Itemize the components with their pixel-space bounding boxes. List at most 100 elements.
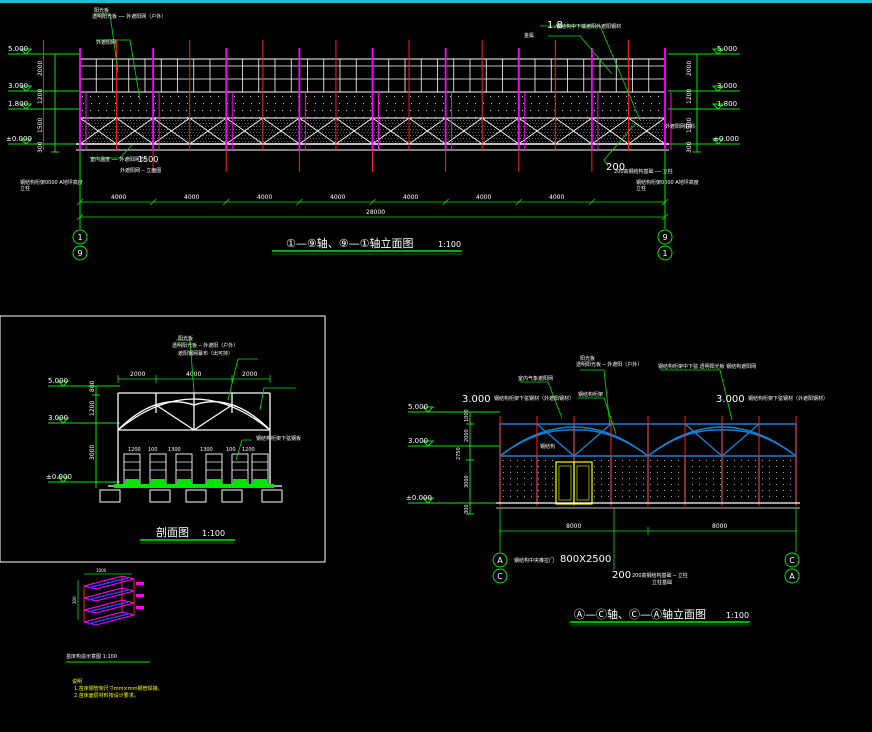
note-text: 1.8 <box>547 20 563 31</box>
svg-text:1.苗床钢管架尺寸mm×mm钢管焊接。: 1.苗床钢管架尺寸mm×mm钢管焊接。 <box>74 685 162 692</box>
dim-label: 2000 <box>464 429 470 442</box>
level-label: ±0.000 <box>713 135 739 143</box>
dim-label: 1500 <box>37 118 44 133</box>
axis-label: 1 <box>662 249 667 258</box>
dim-label: 1300 <box>200 447 213 453</box>
dim-label: 300 <box>464 504 470 514</box>
axis-label: A <box>789 572 795 581</box>
svg-text:钢结构桁架0000 A地坪高度: 钢结构桁架0000 A地坪高度 <box>636 179 699 186</box>
elevation-a-c: 5.000 3.000 ±0.000 1000 2000 2750 3000 3… <box>406 355 828 626</box>
dim-label: 1000 <box>464 409 470 422</box>
level-label: 5.000 <box>408 403 428 411</box>
side-elevation-body <box>496 416 800 509</box>
dim-label: 2750 <box>456 447 462 460</box>
note-text: 200 <box>606 162 625 173</box>
svg-text:钢结构桁架0000 A地坪高度: 钢结构桁架0000 A地坪高度 <box>20 179 83 186</box>
svg-text:立柱: 立柱 <box>636 185 646 192</box>
section-view: 5.000 3.000 ±0.000 800 1200 3000 2000 40… <box>0 315 326 563</box>
dim-label: 2000 <box>242 371 257 378</box>
svg-text:立柱: 立柱 <box>20 185 30 192</box>
dim-label: 2000 <box>686 61 693 76</box>
dim-label: 1500 <box>686 118 693 133</box>
greenhouse-elevation-body <box>42 40 672 172</box>
svg-text:说明: 说明 <box>72 678 82 685</box>
svg-text:透明阳光板 ─ 外遮阳（户外）: 透明阳光板 ─ 外遮阳（户外） <box>172 342 238 349</box>
svg-text:室内温度 ── 外遮阳网节(: 室内温度 ── 外遮阳网节( <box>90 156 146 163</box>
dim-label: 1200 <box>89 401 96 416</box>
drawing-title: Ⓐ—Ⓒ轴、Ⓒ—Ⓐ轴立面图 <box>574 607 706 621</box>
section-benches <box>114 453 274 488</box>
level-label: ±0.000 <box>6 135 32 143</box>
svg-text:透明阳光板 ── 外遮阳网（户外）: 透明阳光板 ── 外遮阳网（户外） <box>92 13 166 20</box>
svg-text:阳光板: 阳光板 <box>94 7 109 14</box>
level-label: ±0.000 <box>46 473 72 481</box>
axis-label: C <box>497 572 503 581</box>
level-label: 3.000 <box>717 82 737 90</box>
level-label: 3.000 <box>8 82 28 90</box>
elevation-1-9: 5.000 3.000 1.800 ±0.000 2000 1200 1500 … <box>6 7 740 261</box>
svg-text:200高钢结构基础 ── 立柱: 200高钢结构基础 ── 立柱 <box>614 168 673 175</box>
drawing-scale: 1:100 <box>438 240 461 249</box>
dim-label: 1000 <box>96 568 107 573</box>
svg-text:阳光板: 阳光板 <box>178 335 193 342</box>
level-label: 3.000 <box>408 437 428 445</box>
svg-text:苗床构造示意图 1:100: 苗床构造示意图 1:100 <box>66 653 117 660</box>
dim-label: 1200 <box>686 89 693 104</box>
svg-text:200高钢结构基础 ─ 立柱: 200高钢结构基础 ─ 立柱 <box>632 572 688 579</box>
svg-text:外遮阳网: 外遮阳网 <box>96 39 116 46</box>
dim-label: 300 <box>686 141 693 153</box>
svg-text:钢结构桁架下弦钢材（外遮阳钢材）: 钢结构桁架下弦钢材（外遮阳钢材） <box>748 395 828 402</box>
dim-label: 800 <box>89 380 96 392</box>
bay-dim: 4000 <box>330 194 345 201</box>
axis-label: A <box>497 556 503 565</box>
door-size: 800X2500 <box>560 554 611 565</box>
svg-text:室内气象遮阳网: 室内气象遮阳网 <box>518 375 553 382</box>
svg-text:2.苗床面层材料按设计要求。: 2.苗床面层材料按设计要求。 <box>74 692 139 699</box>
dim-label: 100 <box>148 447 158 453</box>
svg-text:钢结构中央推拉门: 钢结构中央推拉门 <box>514 557 554 564</box>
section-frame <box>0 315 326 563</box>
level-label: ±0.000 <box>406 494 432 502</box>
bay-dim: 4000 <box>549 194 564 201</box>
note-text: 3.000 <box>462 394 491 405</box>
bay-dim: 8000 <box>712 523 727 530</box>
dim-label: 4000 <box>186 371 201 378</box>
svg-text:钢结构桁架中下弦 透明阳光板 钢结构遮阳网: 钢结构桁架中下弦 透明阳光板 钢结构遮阳网 <box>658 363 756 370</box>
axis-label: C <box>789 556 795 565</box>
note-text: 200 <box>612 570 631 581</box>
axis-label: 9 <box>662 233 667 242</box>
dim-label: 100 <box>226 447 236 453</box>
level-label: 1.800 <box>8 100 28 108</box>
drawing-title: ①—⑨轴、⑨—①轴立面图 <box>286 236 413 250</box>
svg-text:阳光板: 阳光板 <box>580 355 595 362</box>
note-text: 3.000 <box>716 394 745 405</box>
drawing-scale: 1:100 <box>202 529 225 538</box>
bay-dim: 4000 <box>476 194 491 201</box>
bay-dim: 4000 <box>111 194 126 201</box>
dim-label: 300 <box>37 141 44 153</box>
viewport-top-border <box>0 0 872 3</box>
level-label: 1.800 <box>717 100 737 108</box>
dim-label: 1200 <box>242 447 255 453</box>
bench-detail: 1000 300 苗床构造示意图 1:100 说明 1.苗床钢管架尺寸mm×mm… <box>66 568 162 699</box>
dim-label: 3000 <box>89 445 96 460</box>
level-label: 3.000 <box>48 414 68 422</box>
dim-label: 2000 <box>130 371 145 378</box>
svg-text:钢结构桁架下弦钢材（外遮阳钢材）: 钢结构桁架下弦钢材（外遮阳钢材） <box>494 395 574 402</box>
svg-text:钢结构: 钢结构 <box>540 443 555 450</box>
dim-label: 3000 <box>464 475 470 488</box>
svg-text:外遮阳网材料: 外遮阳网材料 <box>665 123 695 130</box>
level-label: 5.000 <box>48 377 68 385</box>
axis-label: 1 <box>77 233 82 242</box>
svg-text:钢结构中下端遮阳外遮阳钢材: 钢结构中下端遮阳外遮阳钢材 <box>556 23 621 30</box>
svg-text:立柱基础: 立柱基础 <box>652 579 672 586</box>
axis-label: 9 <box>77 249 82 258</box>
door <box>555 461 593 505</box>
drawing-scale: 1:100 <box>726 611 749 620</box>
bay-dim: 4000 <box>184 194 199 201</box>
dim-label: 300 <box>72 596 77 604</box>
note-text: 1500 <box>138 155 158 164</box>
level-label: 5.000 <box>8 45 28 53</box>
